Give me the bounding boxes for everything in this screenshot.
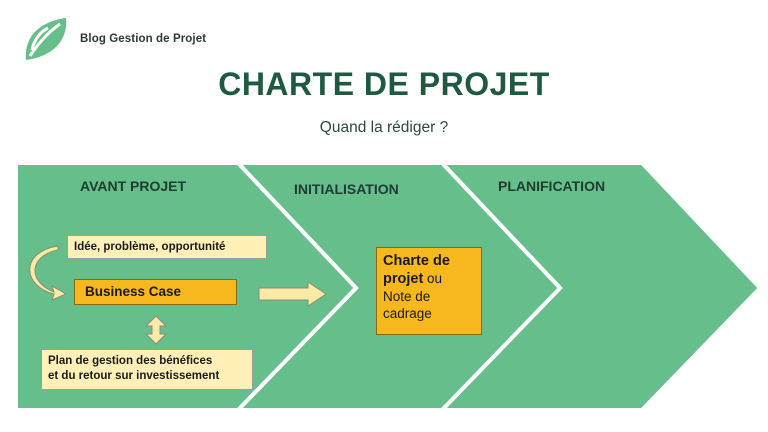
benefits-plan-line-2: et du retour sur investissement <box>48 370 220 382</box>
charte-line-3: Note de <box>383 289 431 304</box>
benefits-plan-box: Plan de gestion des bénéfices et du reto… <box>41 349 253 390</box>
phase-label-initialisation: INITIALISATION <box>294 181 399 197</box>
leaf-logo-icon <box>25 18 67 60</box>
right-arrow-icon <box>258 281 327 307</box>
charte-line-4: cadrage <box>383 306 432 321</box>
phase-label-planification: PLANIFICATION <box>498 178 606 194</box>
page-title: CHARTE DE PROJET <box>218 66 550 102</box>
phase-label-avant-projet: AVANT PROJET <box>80 178 187 194</box>
idea-box: Idée, problème, opportunité <box>67 235 267 259</box>
page-subtitle: Quand la rédiger ? <box>319 119 449 136</box>
charte-line-2: projet ou <box>383 270 481 288</box>
charte-line-1: Charte de <box>383 253 450 269</box>
brand: Blog Gestion de Projet <box>22 16 206 62</box>
curved-arrow-icon <box>29 245 68 301</box>
charte-line-2-bold: projet <box>383 271 424 287</box>
charte-line-2-rest: ou <box>423 271 443 286</box>
benefits-plan-line-1: Plan de gestion des bénéfices <box>48 355 213 367</box>
business-case-box: Business Case <box>74 279 237 305</box>
brand-name: Blog Gestion de Projet <box>80 33 207 45</box>
charte-box: Charte de projet ou Note de cadrage <box>376 247 482 335</box>
double-arrow-icon <box>144 315 168 345</box>
